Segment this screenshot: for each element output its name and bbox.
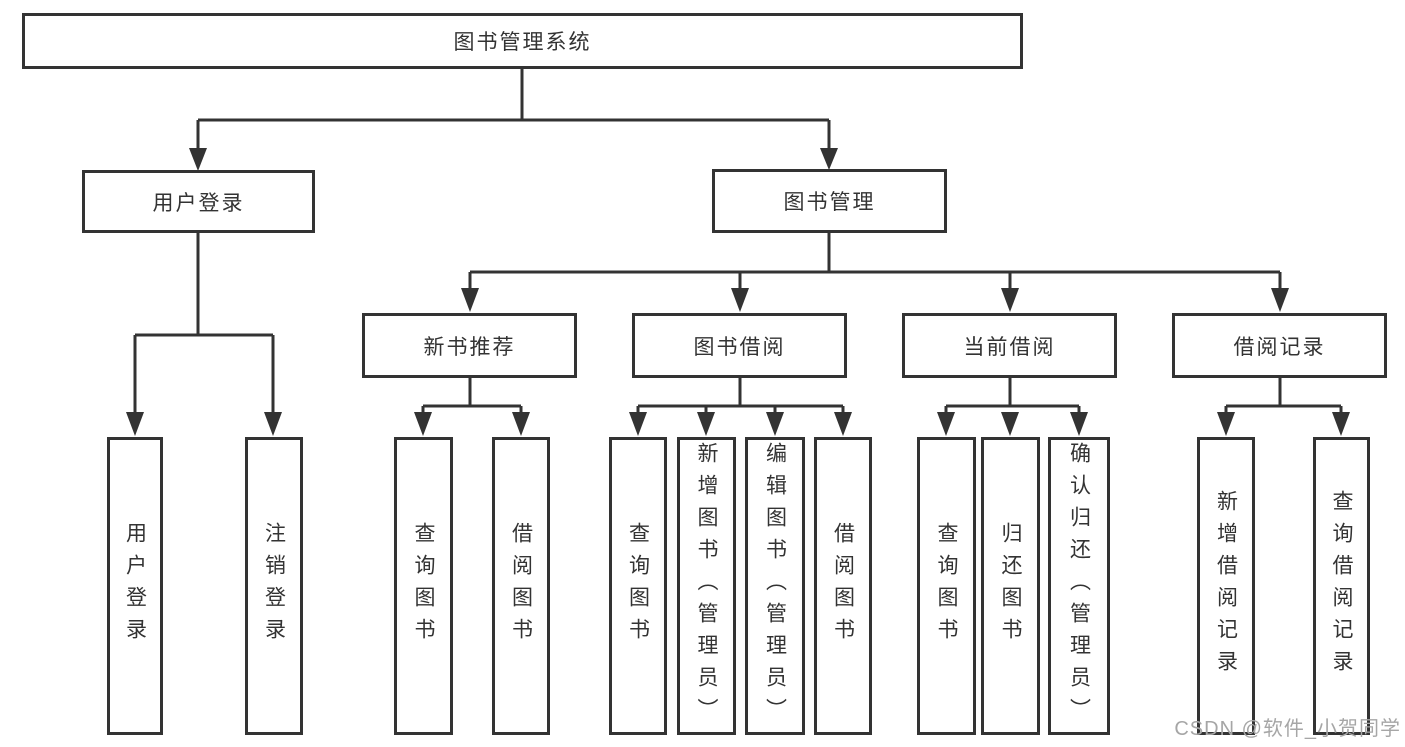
connector-userlogin-to-leaves (126, 233, 282, 436)
node-book-management: 图书管理 (712, 169, 947, 233)
leaf-edit-book-admin: 编辑图书（管理员） (745, 437, 805, 735)
leaf-borrow-books-borrowing: 借阅图书 (814, 437, 872, 735)
node-book-borrowing: 图书借阅 (632, 313, 847, 378)
connector-records-to-leaves (1217, 378, 1350, 436)
leaf-add-borrow-record: 新增借阅记录 (1197, 437, 1255, 735)
connector-root-to-level1 (189, 69, 838, 171)
leaf-query-books-borrowing: 查询图书 (609, 437, 667, 735)
leaf-confirm-return-admin: 确认归还（管理员） (1048, 437, 1110, 735)
node-user-login: 用户登录 (82, 170, 315, 233)
leaf-query-books-current: 查询图书 (917, 437, 976, 735)
leaf-logout: 注销登录 (245, 437, 303, 735)
connector-bookmgmt-to-level2 (461, 233, 1289, 312)
csdn-watermark: CSDN @软件_小贺同学 (1174, 718, 1401, 740)
connector-borrowing-to-leaves (629, 378, 852, 436)
connector-recommend-to-leaves (414, 378, 530, 436)
node-current-borrowing: 当前借阅 (902, 313, 1117, 378)
leaf-return-books: 归还图书 (981, 437, 1040, 735)
node-root-system: 图书管理系统 (22, 13, 1023, 69)
leaf-user-login: 用户登录 (107, 437, 163, 735)
leaf-add-book-admin: 新增图书（管理员） (677, 437, 736, 735)
node-new-book-recommend: 新书推荐 (362, 313, 577, 378)
node-borrow-records: 借阅记录 (1172, 313, 1387, 378)
leaf-query-borrow-record: 查询借阅记录 (1313, 437, 1370, 735)
connector-current-to-leaves (937, 378, 1088, 436)
leaf-query-books-recommend: 查询图书 (394, 437, 453, 735)
leaf-borrow-books-recommend: 借阅图书 (492, 437, 550, 735)
